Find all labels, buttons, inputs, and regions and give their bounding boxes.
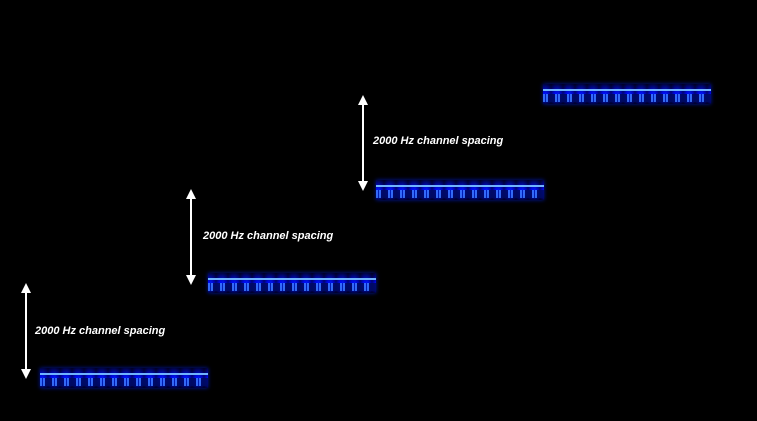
spacing-label-1: 2000 Hz channel spacing <box>35 325 166 337</box>
spacing-label-2: 2000 Hz channel spacing <box>203 230 334 242</box>
signal-band-1 <box>40 368 208 388</box>
double-arrow-icon <box>186 189 196 285</box>
double-arrow-icon <box>21 283 31 379</box>
signal-band-2 <box>208 273 376 293</box>
signal-band-4 <box>543 84 711 104</box>
spacing-label-3: 2000 Hz channel spacing <box>373 135 504 147</box>
double-arrow-icon <box>358 95 368 191</box>
signal-band-3 <box>376 180 544 200</box>
